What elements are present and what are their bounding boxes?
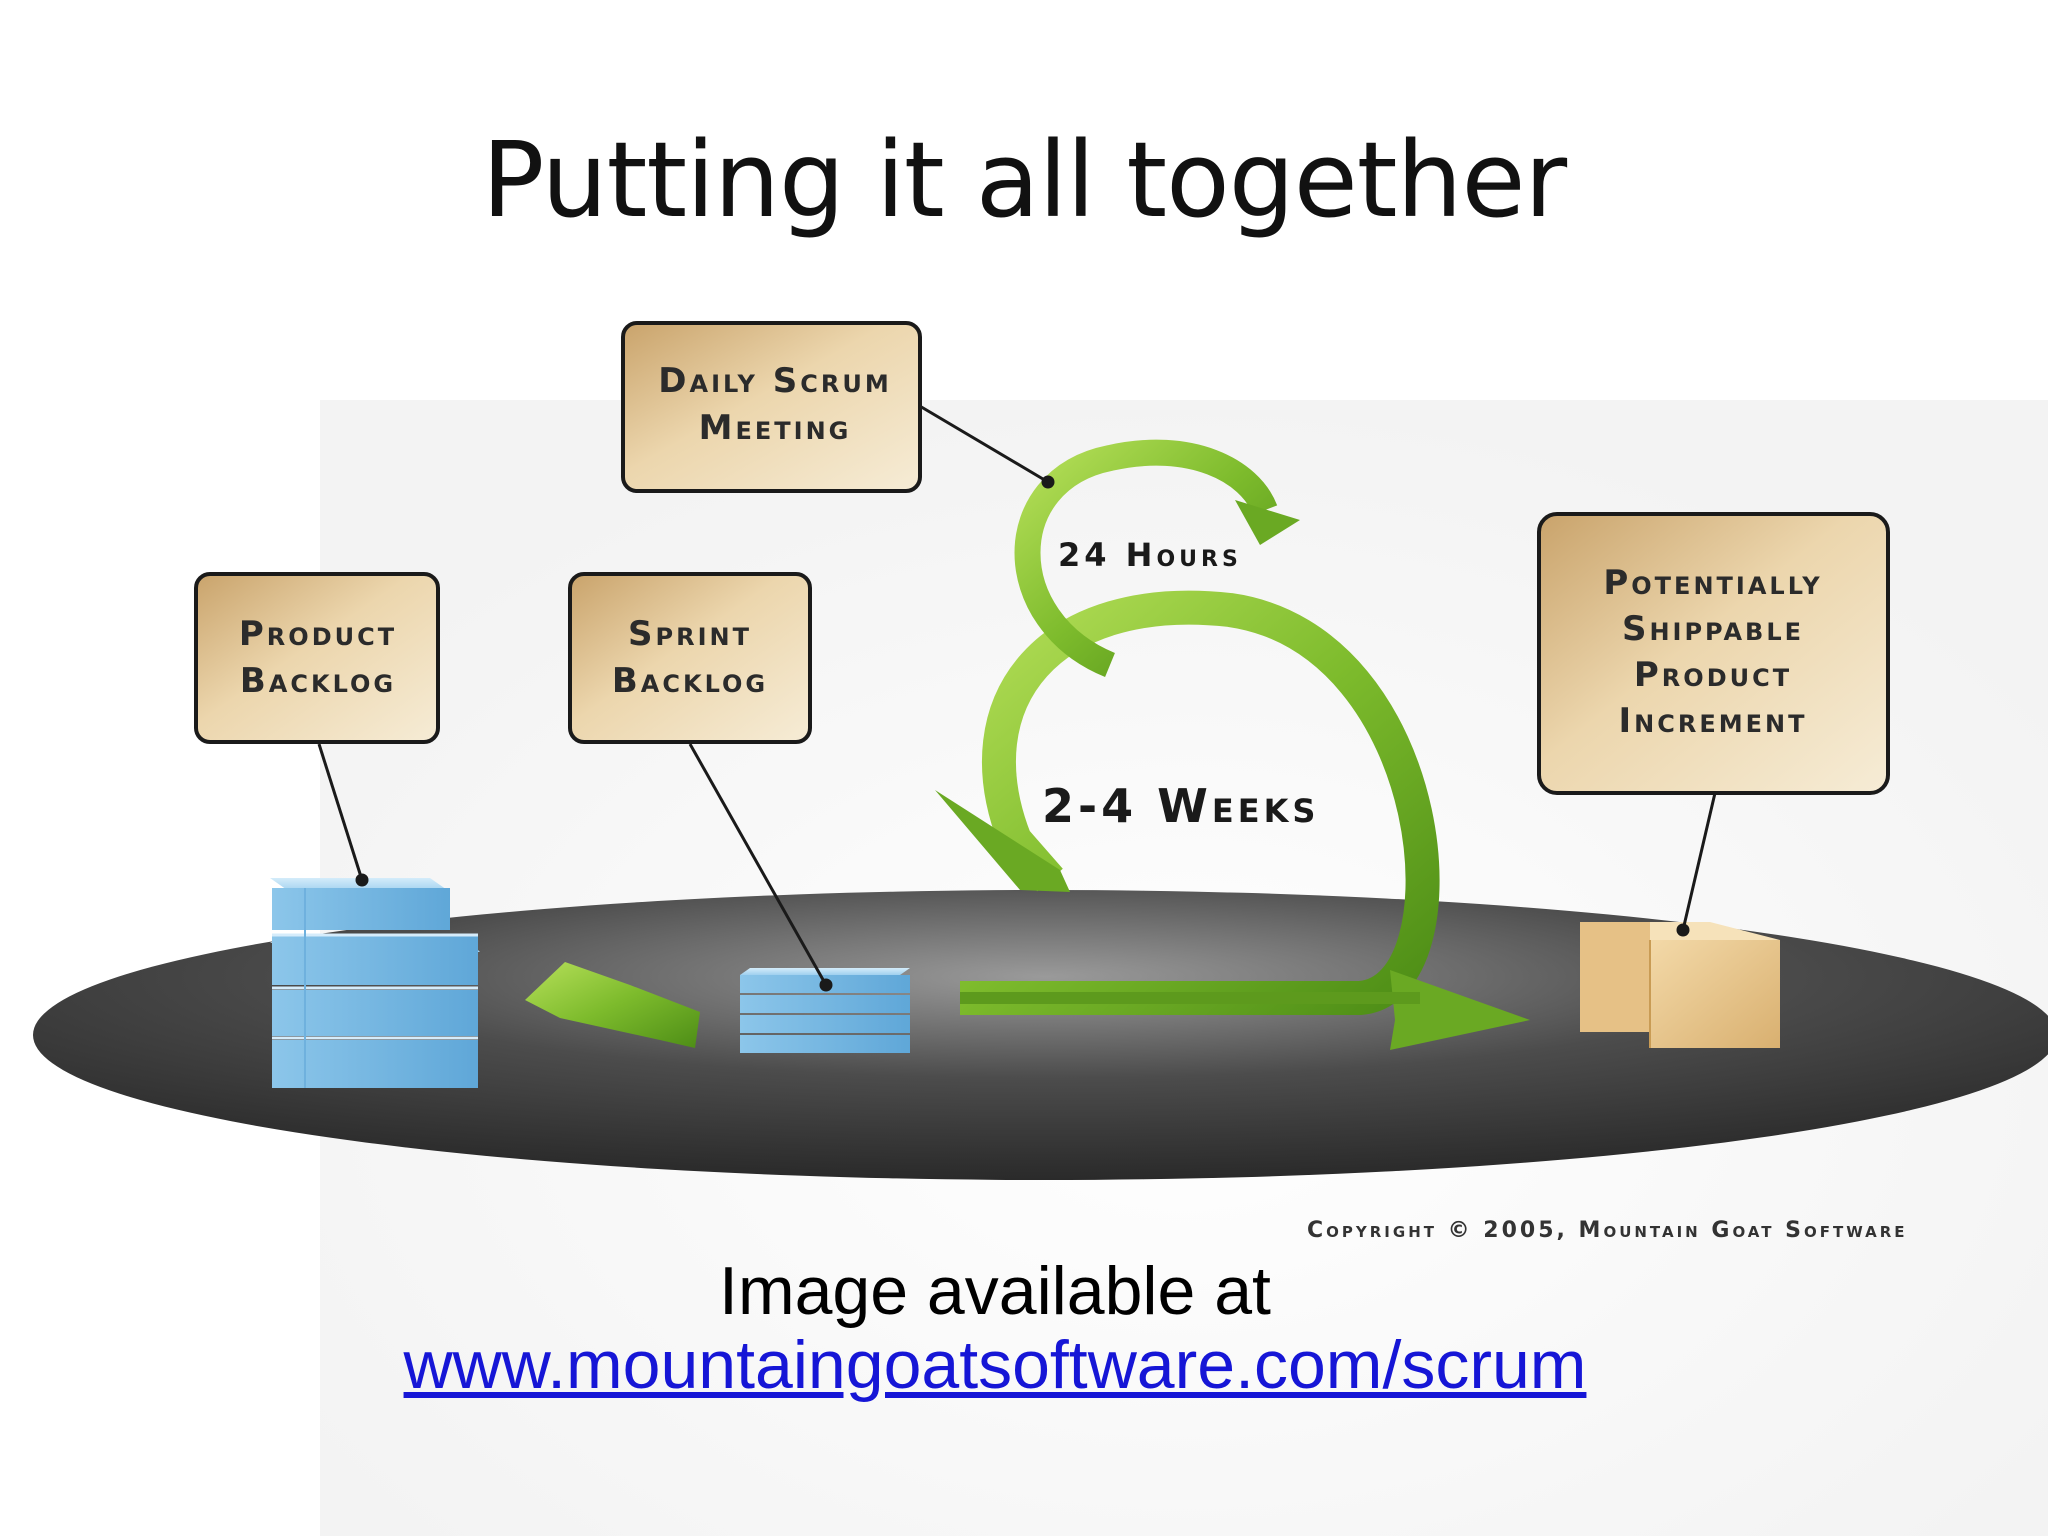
image-caption: Image available at <box>719 1253 1271 1329</box>
sprint-cycle-label: 2-4 Weeks <box>1042 779 1319 833</box>
sprint-backlog-box: Sprint Backlog <box>568 572 812 744</box>
sprint-backlog-stack <box>740 968 910 1053</box>
product-backlog-line-2: Backlog <box>240 661 396 701</box>
source-link[interactable]: www.mountaingoatsoftware.com/scrum <box>403 1327 1587 1403</box>
sprint-backlog-line-1: Sprint <box>628 614 752 654</box>
arrow-to-sprint-backlog <box>525 962 700 1048</box>
increment-line-1: Potentially <box>1603 563 1822 603</box>
platform-ellipse <box>33 890 2048 1180</box>
shippable-crate <box>1580 922 1780 1048</box>
sprint-cycle-arrow <box>935 590 1530 1050</box>
daily-cycle-label: 24 Hours <box>1058 536 1242 574</box>
source-link-row: www.mountaingoatsoftware.com/scrum <box>0 1326 1990 1404</box>
product-backlog-line-1: Product <box>239 614 397 654</box>
product-backlog-box: Product Backlog <box>194 572 440 744</box>
daily-scrum-line-2: Meeting <box>699 408 852 448</box>
increment-line-4: Increment <box>1619 701 1808 741</box>
slide-title: Putting it all together <box>481 119 1567 241</box>
sprint-backlog-line-2: Backlog <box>612 661 768 701</box>
increment-line-3: Product <box>1634 655 1792 695</box>
copyright-notice: Copyright © 2005, Mountain Goat Software <box>1307 1218 1908 1243</box>
connector-lines <box>317 403 1717 992</box>
increment-box: Potentially Shippable Product Increment <box>1537 512 1890 795</box>
daily-scrum-box: Daily Scrum Meeting <box>621 321 922 493</box>
daily-cycle-arrow <box>1014 439 1300 678</box>
increment-line-2: Shippable <box>1622 609 1804 649</box>
product-backlog-stack <box>270 878 480 1088</box>
daily-scrum-line-1: Daily Scrum <box>658 361 891 401</box>
